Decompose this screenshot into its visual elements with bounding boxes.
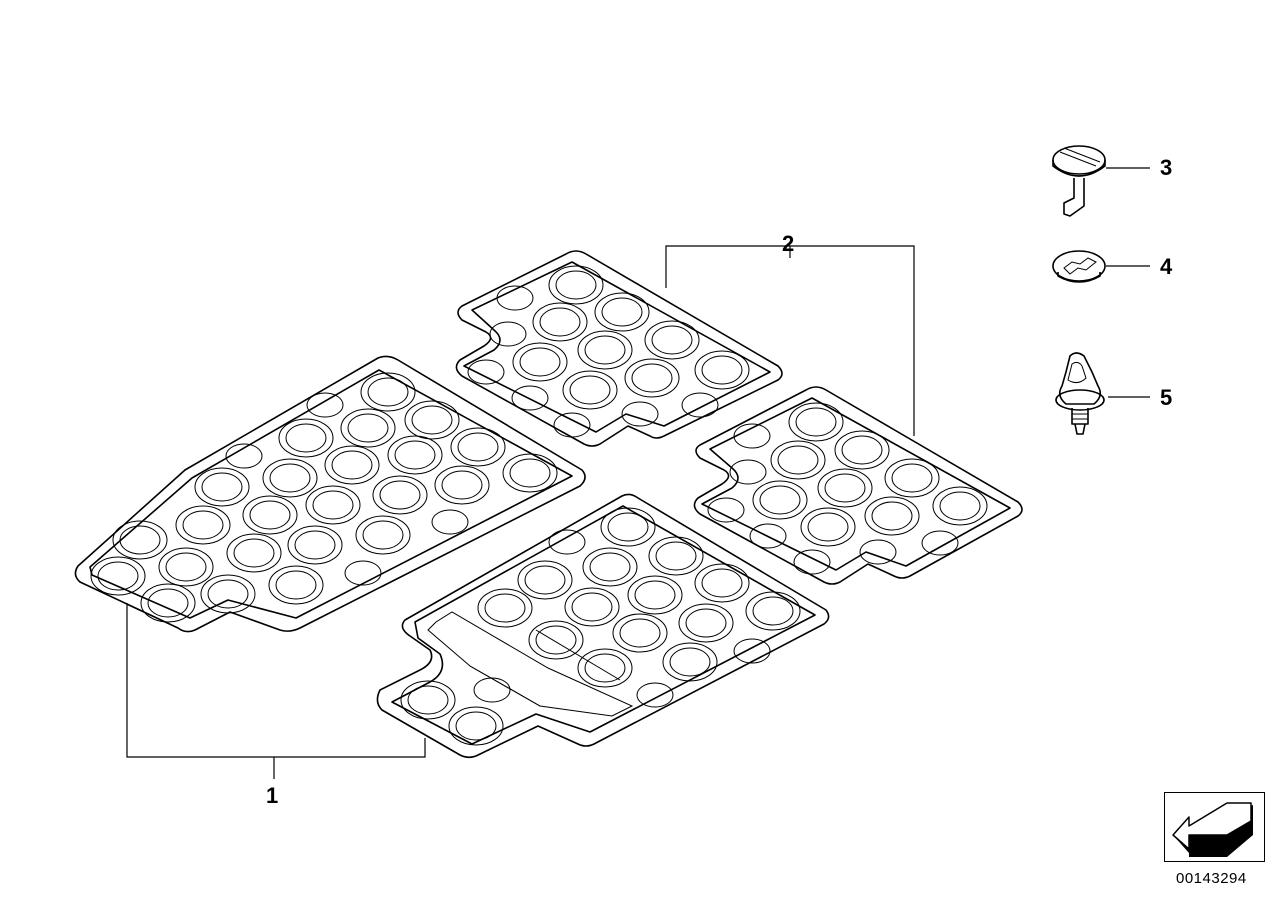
plastic-disc-icon[interactable] (1052, 250, 1106, 283)
mat-pattern-front-right (400, 507, 801, 746)
mat-pattern-front-left (90, 372, 558, 623)
callout-2: 2 (782, 231, 795, 256)
leader-line-1 (126, 603, 426, 779)
screw-fastener-icon[interactable] (1052, 145, 1106, 217)
rear-right-floor-mat[interactable] (693, 386, 1023, 585)
callout-5: 5 (1160, 385, 1173, 410)
front-left-floor-mat[interactable] (74, 355, 586, 633)
spreader-clip-icon[interactable] (1055, 352, 1105, 435)
callout-4: 4 (1160, 254, 1173, 279)
callout-3: 3 (1160, 155, 1173, 180)
rear-left-floor-mat[interactable] (455, 250, 783, 447)
mat-pattern-rear-left (467, 265, 750, 438)
front-right-floor-mat[interactable] (376, 493, 830, 759)
callout-1: 1 (266, 783, 279, 808)
back-arrow-icon (1172, 802, 1253, 857)
document-number: 00143294 (1176, 870, 1247, 887)
mat-pattern-rear-right (707, 402, 988, 575)
back-navigation-button[interactable] (1164, 792, 1265, 862)
leader-line-2 (665, 245, 915, 436)
